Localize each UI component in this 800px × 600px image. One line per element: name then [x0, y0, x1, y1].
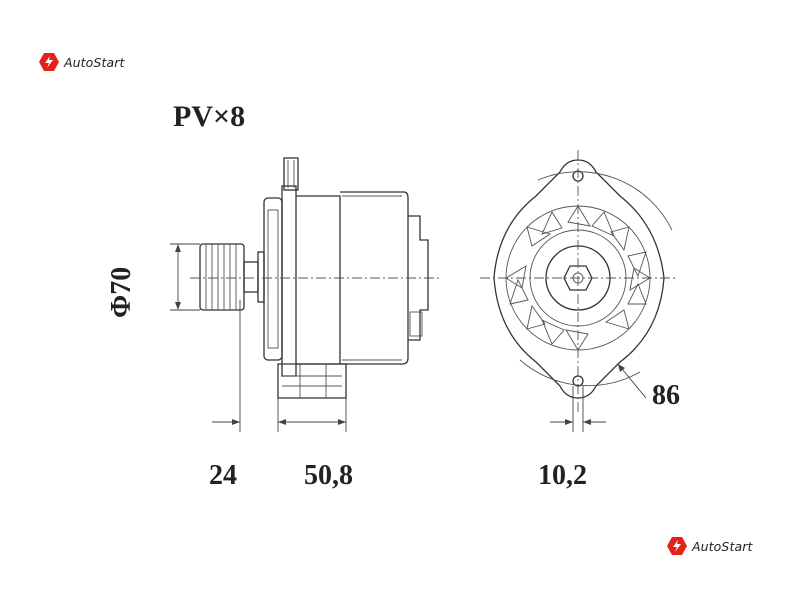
- ear-bore-label: 10,2: [538, 460, 587, 491]
- shaft-nut: [563, 265, 593, 291]
- radius-arc-top: [537, 171, 673, 231]
- radius-label: 86: [652, 380, 680, 411]
- length-dimensions: [212, 300, 347, 432]
- cooling-fan-blades: [505, 205, 651, 351]
- autostart-logo-icon: [667, 537, 687, 555]
- autostart-logo-icon: [39, 53, 59, 71]
- diameter-label: Φ70: [106, 266, 137, 318]
- logo-text: AutoStart: [64, 54, 125, 70]
- diameter-dimension: [170, 243, 200, 311]
- radius-arc-bottom: [519, 359, 641, 387]
- logo-text: AutoStart: [692, 538, 753, 554]
- alternator-side-view: [170, 157, 440, 432]
- front-housing-outline: [493, 159, 665, 399]
- alternator-front-view: [480, 150, 676, 432]
- belt-profile-label: PV×8: [173, 100, 246, 133]
- ear-bore-dimension: [550, 386, 606, 432]
- pulley-offset-label: 24: [209, 460, 237, 491]
- mount-width-label: 50,8: [304, 460, 353, 491]
- mounting-foot: [277, 363, 347, 399]
- front-housing: [263, 157, 299, 377]
- autostart-logo-top: AutoStart: [38, 52, 124, 72]
- pulley: [199, 243, 265, 311]
- autostart-logo-bottom: AutoStart: [666, 536, 752, 556]
